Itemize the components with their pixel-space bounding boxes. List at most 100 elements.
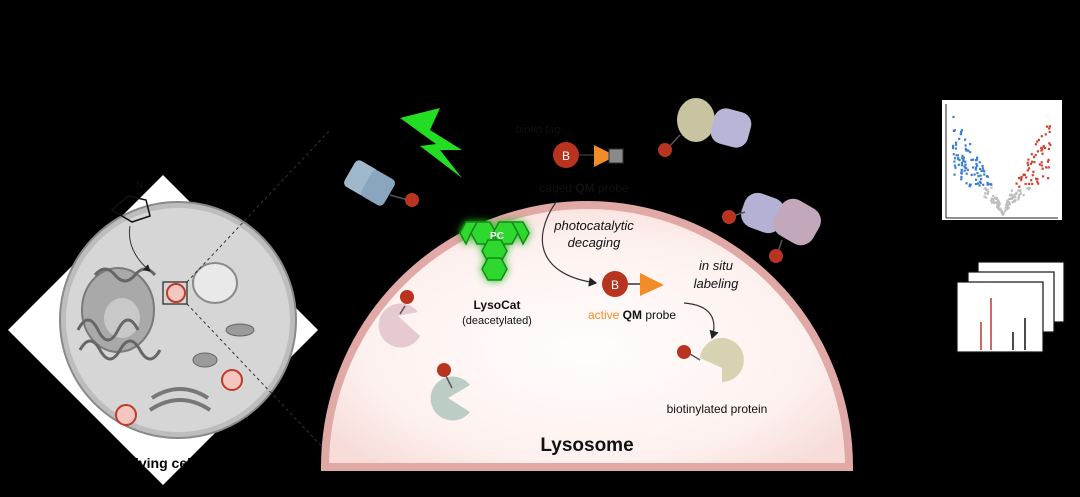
volcano-point [1032,170,1035,173]
volcano-point [962,156,965,159]
volcano-point [968,185,971,188]
volcano-point [1034,143,1038,146]
biotin-b-label: B [611,278,619,292]
pc-label: PC [490,231,504,242]
biotin-linker [399,305,406,315]
volcano-point [986,175,989,178]
volcano-point [975,162,978,166]
deacetylated-label: (deacetylated) [462,315,532,327]
volcano-point [964,147,967,150]
volcano-point [1049,143,1052,147]
volcano-point [1004,209,1007,213]
volcano-point [976,156,979,159]
volcano-point [953,160,956,163]
volcano-point [961,157,964,160]
volcano-point [1033,156,1036,159]
volcano-point [953,164,956,167]
volcano-point [974,168,977,171]
volcano-point [952,153,955,156]
volcano-point [1023,173,1026,176]
volcano-plot-icon [942,100,1062,220]
volcano-point [952,147,955,150]
zoom-line [186,129,331,283]
volcano-point [1010,189,1013,192]
zoom-line [186,303,331,456]
volcano-point [1040,146,1043,149]
volcano-point [965,149,968,152]
volcano-point [955,141,958,144]
labeling-arrow [683,302,719,340]
spectrum-card-front [956,281,1044,353]
volcano-point [973,173,976,176]
volcano-point [1026,161,1029,164]
volcano-point [1013,193,1016,196]
volcano-point [1030,153,1033,156]
volcano-point [960,168,963,171]
volcano-point [992,199,995,202]
volcano-point [1027,164,1030,167]
volcano-point [1020,177,1023,180]
vacuole [192,262,238,304]
living-cell-panel: N living cell [8,129,331,485]
volcano-point [989,183,992,186]
volcano-point [1017,194,1021,197]
cell-label: living cell [131,455,195,471]
membrane-protein [677,98,715,142]
volcano-point [1031,182,1034,185]
volcano-point [997,200,1000,203]
volcano-point [969,151,972,154]
volcano-point [972,166,975,169]
volcano-point [997,208,1001,211]
volcano-point [1040,135,1043,138]
volcano-point [1011,196,1015,199]
volcano-point [979,174,982,177]
volcano-point [968,183,972,186]
volcano-point [996,202,999,205]
volcano-point [1048,142,1051,145]
volcano-point [1037,138,1040,141]
volcano-point [958,137,961,140]
biotin-linker [389,194,409,201]
volcano-point [1026,169,1029,172]
volcano-point [1025,176,1028,179]
volcano-point [1047,147,1051,150]
volcano-point [998,207,1001,210]
volcano-point [966,168,969,171]
volcano-point [1040,161,1043,164]
volcano-point [990,197,993,200]
lysosomal-protein [378,303,420,348]
volcano-point [1019,192,1022,195]
volcano-point [1007,201,1010,204]
volcano-point [970,173,973,177]
volcano-point [975,159,978,162]
volcano-point [1040,164,1043,167]
biotin-dot [677,345,691,359]
volcano-point [952,115,955,119]
volcano-point [956,154,959,157]
active-probe-label: active QM probe [588,308,676,322]
lysosome-panel: Lysosome biotin tag B [320,98,854,471]
volcano-point [982,183,985,186]
volcano-point [964,144,967,147]
biotin-dot [722,210,736,224]
volcano-point [1047,166,1050,169]
volcano-point [980,169,983,172]
volcano-point [1047,158,1050,161]
biotin-b-circle [602,271,628,297]
volcano-point [965,172,968,175]
biotin-dot [400,290,414,304]
decaging-arrow [541,201,598,287]
volcano-point [991,201,994,204]
in-situ-label: in situ [699,258,733,273]
lightning-icon [400,108,462,178]
membrane-protein [773,198,821,246]
photocatalytic-label: photocatalytic [553,218,634,233]
volcano-point [1036,180,1039,183]
volcano-point [1015,191,1018,194]
lysosomal-protein [430,376,470,421]
mitochondrion [225,323,255,337]
volcano-point [1006,199,1009,202]
volcano-point [965,167,968,170]
volcano-point [963,165,966,168]
